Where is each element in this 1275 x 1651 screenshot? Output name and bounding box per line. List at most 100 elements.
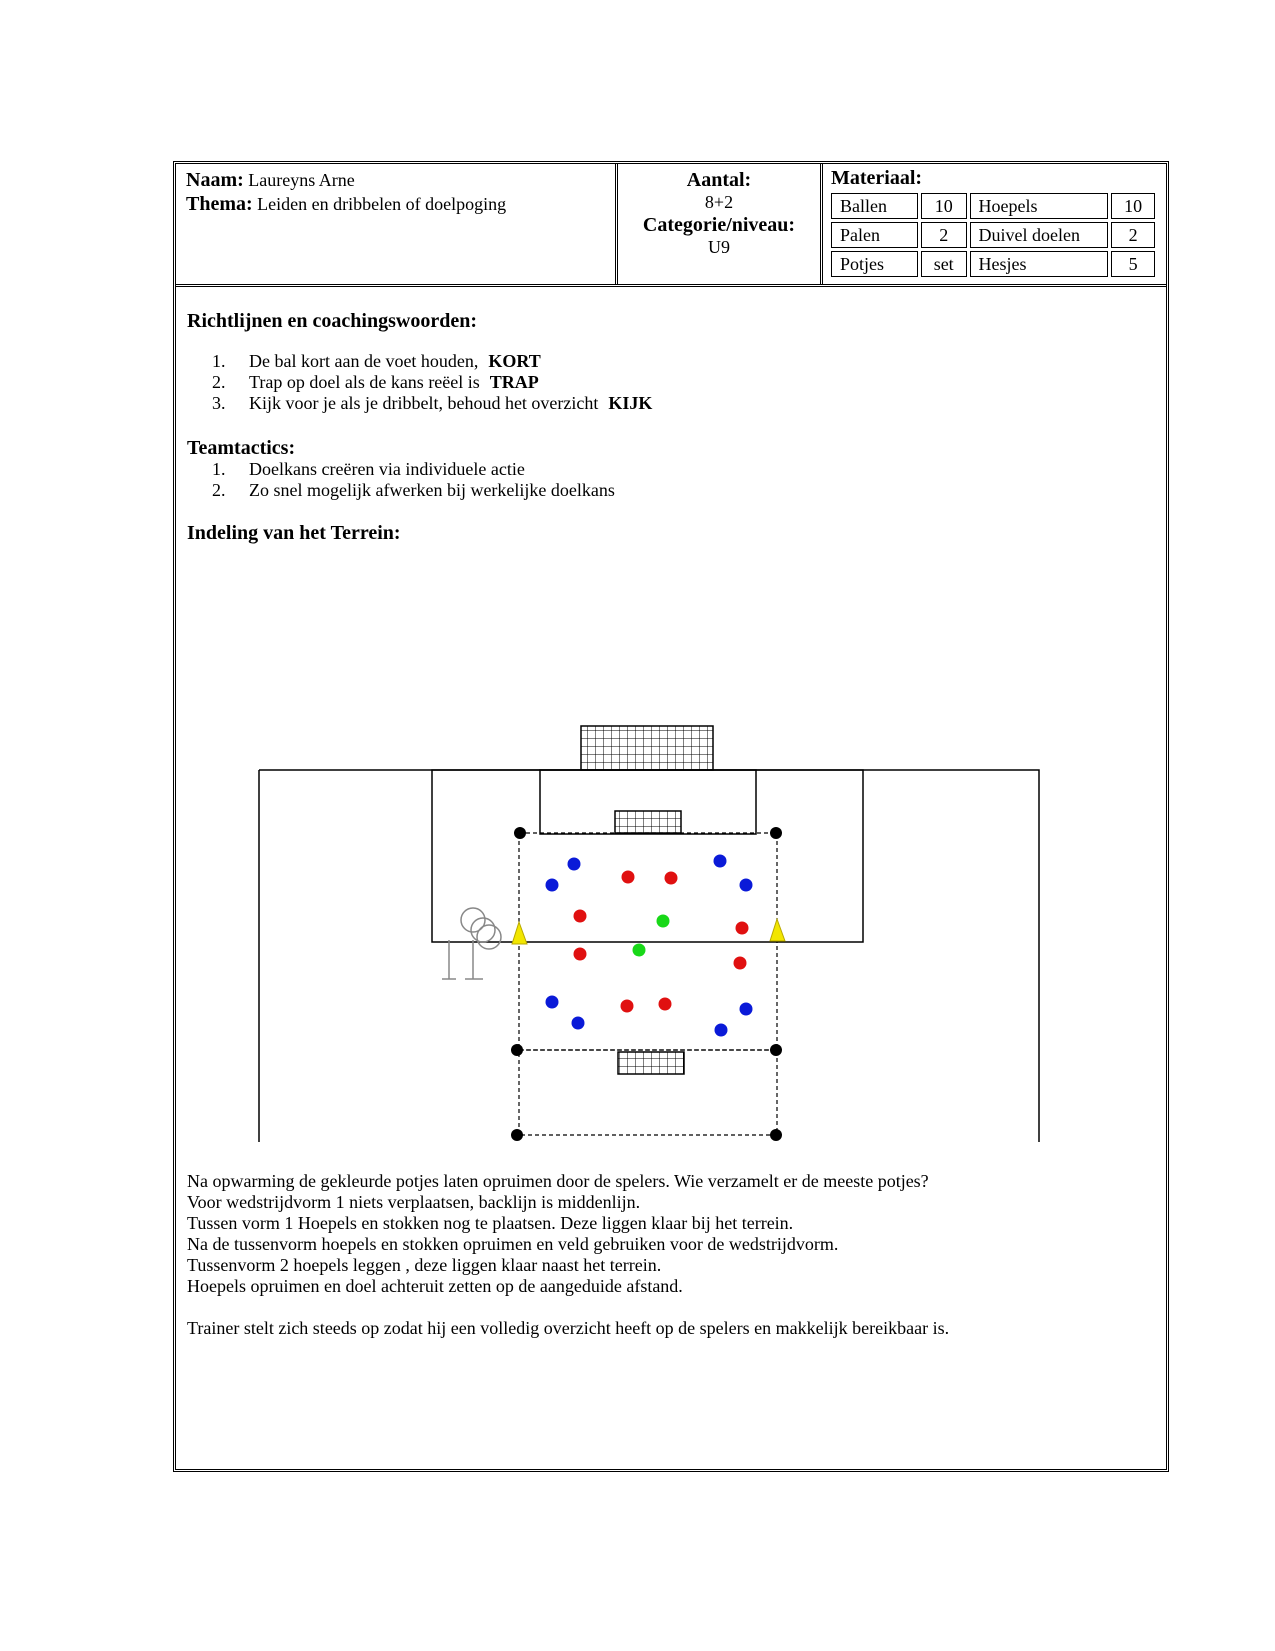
- notes: Na opwarming de gekleurde potjes laten o…: [187, 1171, 949, 1339]
- richtlijnen-list: 1. De bal kort aan de voet houden, KORT 2.…: [212, 351, 652, 414]
- materiaal-qty: 5: [1111, 251, 1155, 277]
- richtlijnen-title: Richtlijnen en coachingswoorden:: [187, 310, 477, 332]
- materiaal-item: Potjes: [831, 251, 918, 277]
- extension-zone: [518, 1049, 778, 1136]
- player-red: [664, 871, 678, 885]
- goal-area: [539, 769, 757, 835]
- player-green: [632, 943, 646, 957]
- player-green: [656, 914, 670, 928]
- aantal-cell: Aantal: 8+2 Categorie/niveau: U9: [618, 164, 823, 284]
- header: Naam: Laureyns Arne Thema: Leiden en dri…: [176, 164, 1166, 287]
- player-red: [733, 956, 747, 970]
- player-blue: [713, 854, 727, 868]
- materiaal-qty: set: [920, 251, 967, 277]
- list-number: 3.: [212, 393, 226, 413]
- hoop: [460, 907, 486, 933]
- list-text: Doelkans creëren via individuele actie: [249, 459, 525, 479]
- player-blue: [567, 857, 581, 871]
- list-item: 1. De bal kort aan de voet houden, KORT: [212, 351, 652, 372]
- marker-dot: [770, 1044, 782, 1056]
- note-line: Hoepels opruimen en doel achteruit zette…: [187, 1276, 683, 1296]
- list-number: 2.: [212, 372, 226, 392]
- coaching-keyword: KORT: [488, 351, 541, 371]
- player-red: [573, 947, 587, 961]
- note-line: Tussenvorm 2 hoepels leggen , deze ligge…: [187, 1255, 662, 1275]
- player-red: [620, 999, 634, 1013]
- list-item: 2. Zo snel mogelijk afwerken bij werkelij…: [212, 480, 615, 501]
- stick: [465, 940, 483, 980]
- marker-dot: [770, 827, 782, 839]
- player-red: [621, 870, 635, 884]
- materiaal-label: Materiaal:: [831, 167, 923, 189]
- player-red: [735, 921, 749, 935]
- player-blue: [739, 1002, 753, 1016]
- training-sheet: Naam: Laureyns Arne Thema: Leiden en dri…: [173, 161, 1169, 1472]
- list-item: 2. Trap op doel als de kans reëel is TRAP: [212, 372, 652, 393]
- materiaal-qty: 10: [920, 193, 967, 219]
- small-goal-top: [614, 810, 682, 834]
- main-goal: [580, 725, 714, 771]
- player-blue: [571, 1016, 585, 1030]
- teamtactics-title: Teamtactics:: [187, 437, 296, 459]
- materiaal-qty: 2: [920, 222, 967, 248]
- name-theme-cell: Naam: Laureyns Arne Thema: Leiden en dri…: [176, 164, 618, 284]
- note-line: Na de tussenvorm hoepels en stokken opru…: [187, 1234, 839, 1254]
- thema-label: Thema:: [186, 193, 253, 215]
- marker-dot: [770, 1129, 782, 1141]
- player-blue: [739, 878, 753, 892]
- stick: [442, 940, 456, 980]
- player-blue: [545, 878, 559, 892]
- marker-dot: [511, 1044, 523, 1056]
- small-goal-bottom: [617, 1051, 685, 1075]
- materiaal-row: Potjes set Hesjes 5: [831, 251, 1155, 277]
- penalty-area: [431, 769, 864, 943]
- field-diagram: [258, 725, 1040, 1142]
- coaching-keyword: TRAP: [489, 372, 539, 392]
- note-line: Voor wedstrijdvorm 1 niets verplaatsen, …: [187, 1192, 641, 1212]
- list-text: Zo snel mogelijk afwerken bij werkelijke…: [249, 480, 615, 500]
- materiaal-item: Duivel doelen: [969, 222, 1109, 248]
- coaching-keyword: KIJK: [608, 393, 653, 413]
- hoop: [470, 917, 496, 943]
- categorie-value: U9: [708, 237, 730, 257]
- aantal-label: Aantal:: [686, 169, 752, 191]
- list-number: 1.: [212, 459, 226, 479]
- hoop: [476, 924, 502, 950]
- materiaal-row: Ballen 10 Hoepels 10: [831, 193, 1155, 219]
- materiaal-cell: Materiaal: Ballen 10 Hoepels 10 Palen 2 …: [823, 164, 1166, 284]
- list-text: Trap op doel als de kans reëel is: [249, 372, 480, 392]
- list-item: 3. Kijk voor je als je dribbelt, behoud h…: [212, 393, 652, 414]
- indeling-title: Indeling van het Terrein:: [187, 522, 401, 544]
- materiaal-qty: 10: [1111, 193, 1155, 219]
- cone-right: [769, 917, 786, 942]
- player-blue: [545, 995, 559, 1009]
- list-number: 2.: [212, 480, 226, 500]
- naam-value: Laureyns Arne: [248, 170, 355, 190]
- naam-label: Naam:: [186, 169, 244, 191]
- materiaal-table: Ballen 10 Hoepels 10 Palen 2 Duivel doel…: [828, 190, 1158, 280]
- categorie-label: Categorie/niveau:: [642, 214, 796, 236]
- teamtactics-list: 1. Doelkans creëren via individuele actie…: [212, 459, 615, 501]
- aantal-value: 8+2: [704, 192, 734, 212]
- list-item: 1. Doelkans creëren via individuele actie: [212, 459, 615, 480]
- marker-dot: [514, 827, 526, 839]
- note-line: Tussen vorm 1 Hoepels en stokken nog te …: [187, 1213, 794, 1233]
- thema-value: Leiden en dribbelen of doelpoging: [257, 194, 507, 214]
- list-text: De bal kort aan de voet houden,: [249, 351, 479, 371]
- materiaal-item: Ballen: [831, 193, 918, 219]
- player-red: [573, 909, 587, 923]
- content-body: Richtlijnen en coachingswoorden: 1. De ba…: [176, 287, 1166, 1469]
- note-trainer: Trainer stelt zich steeds op zodat hij e…: [187, 1318, 950, 1338]
- materiaal-qty: 2: [1111, 222, 1155, 248]
- cone-left: [511, 920, 528, 945]
- list-number: 1.: [212, 351, 226, 371]
- player-red: [658, 997, 672, 1011]
- player-blue: [714, 1023, 728, 1037]
- materiaal-item: Palen: [831, 222, 918, 248]
- list-text: Kijk voor je als je dribbelt, behoud het…: [249, 393, 599, 413]
- marker-dot: [511, 1129, 523, 1141]
- materiaal-row: Palen 2 Duivel doelen 2: [831, 222, 1155, 248]
- materiaal-item: Hesjes: [969, 251, 1109, 277]
- materiaal-item: Hoepels: [969, 193, 1109, 219]
- note-line: Na opwarming de gekleurde potjes laten o…: [187, 1171, 929, 1191]
